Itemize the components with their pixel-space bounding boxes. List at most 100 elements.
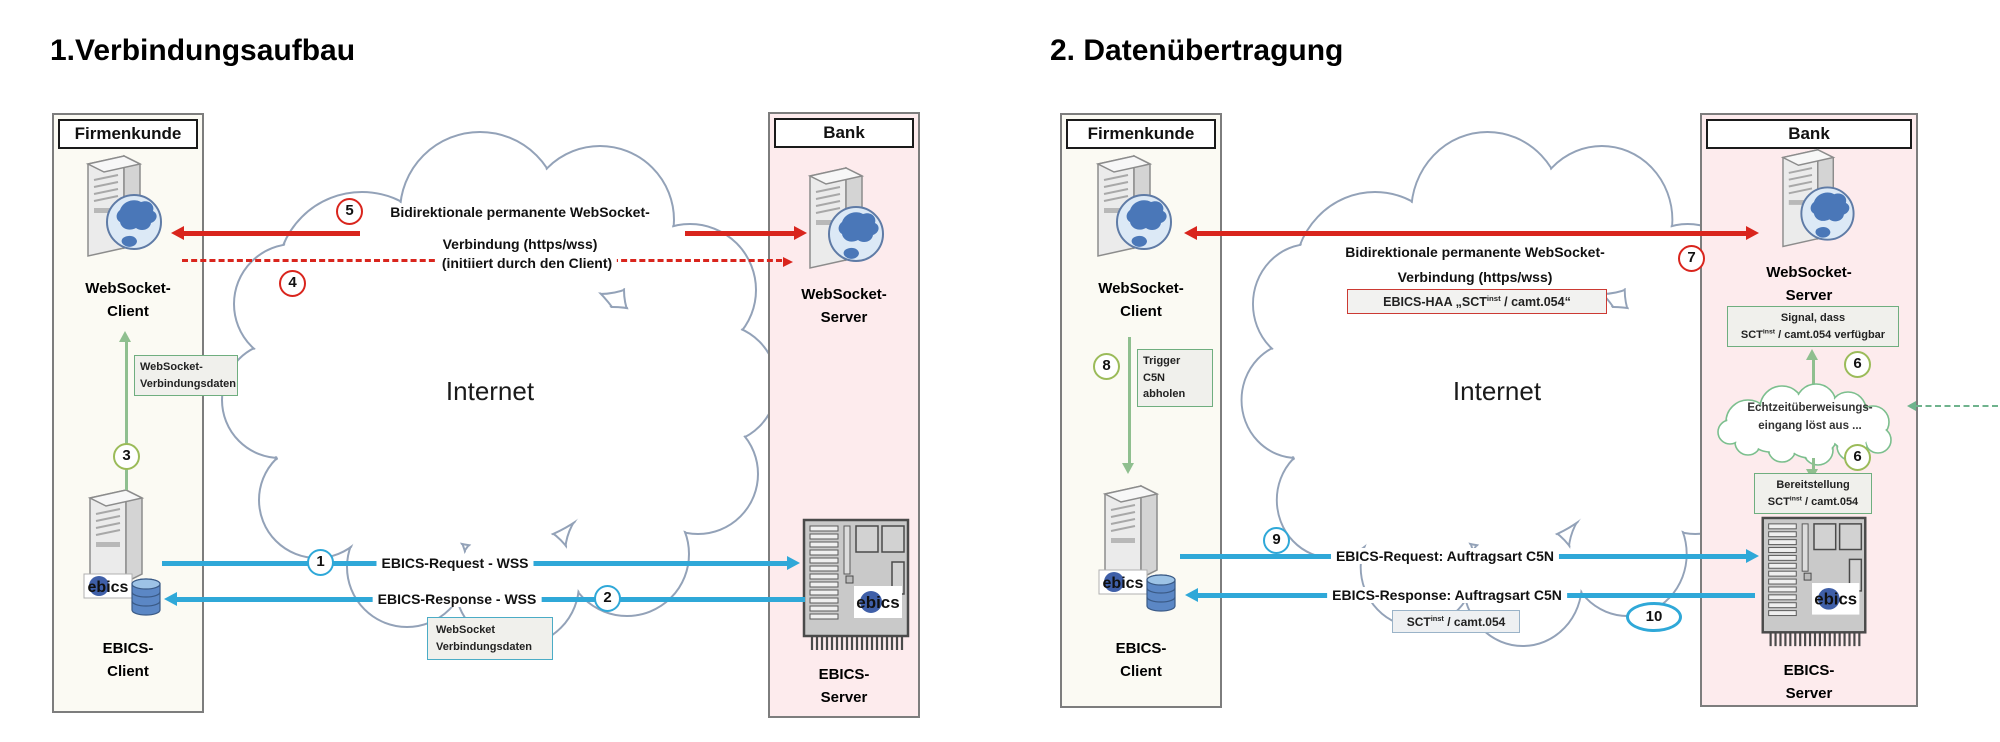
ebics-logo-badge: ebics: [1098, 569, 1148, 595]
ebics-haa-box: EBICS-HAA „SCTinst / camt.054“: [1347, 289, 1607, 315]
provision-down-arrow: [1812, 458, 1815, 472]
firmenkunde-title: Firmenkunde: [1066, 119, 1216, 149]
arrowhead-right-icon: [783, 257, 793, 267]
firmenkunde-title: Firmenkunde: [58, 119, 198, 149]
bank-title: Bank: [774, 118, 914, 148]
box-text: EBICS-HAA „SCT: [1383, 295, 1487, 310]
ws-connection-label-line2: Verbindung (https/wss): [1392, 269, 1558, 285]
label-line: WebSocket-: [1766, 264, 1852, 281]
arrowhead-right-icon: [787, 556, 800, 570]
box-line: WebSocket-: [140, 361, 203, 373]
box-line: eingang löst aus ...: [1758, 419, 1862, 432]
globe-icon: [106, 194, 162, 250]
svg-text:ebics: ebics: [856, 593, 899, 612]
websocket-server-label: WebSocket- Server: [768, 284, 920, 329]
websocket-connection-arrow: [184, 231, 360, 236]
label-line: EBICS-: [818, 666, 870, 683]
box-line: WebSocket: [436, 624, 496, 636]
ebics-server-icon: ebics: [800, 518, 912, 663]
init-dashed-arrow: [612, 259, 782, 262]
vent-bars: [809, 525, 839, 620]
ebics-server-icon: ebics: [1758, 516, 1870, 659]
step-6-badge: 6: [1844, 444, 1871, 471]
label-line: WebSocket-: [1098, 280, 1184, 297]
box-line: Signal, dass: [1780, 312, 1846, 324]
event-cloud: [1710, 380, 1910, 475]
step-7-badge: 7: [1678, 245, 1705, 272]
step-2-badge: 2: [594, 585, 621, 612]
ebics-server-label: EBICS- Server: [1700, 660, 1918, 705]
ws-connection-label-line2: Verbindung (https/wss): [437, 236, 603, 252]
globe-icon: [1116, 194, 1172, 250]
websocket-client-label: WebSocket- Client: [1060, 278, 1222, 323]
server-tower-icon: [87, 488, 145, 591]
arrowhead-up-icon: [1806, 349, 1818, 360]
arrowhead-right-icon: [794, 226, 807, 240]
websocket-server-icon: [1762, 142, 1862, 265]
websocket-client-label: WebSocket- Client: [52, 278, 204, 323]
svg-text:ebics: ebics: [1814, 590, 1857, 609]
label-line: WebSocket-: [801, 286, 887, 303]
box-line: SCTinst / camt.054 verfügbar: [1740, 327, 1886, 341]
box-line: C5N: [1143, 371, 1166, 384]
label-line: EBICS-: [1115, 640, 1167, 657]
ebics-client-icon: ebics: [70, 482, 170, 637]
incoming-payment-dashed-arrow: [1916, 405, 1998, 407]
websocket-server-icon: [790, 160, 890, 287]
box-line: Bereitstellung: [1776, 479, 1850, 491]
box-text: / camt.054“: [1500, 295, 1571, 310]
database-icon: [131, 578, 161, 616]
provision-box: Bereitstellung SCTinst / camt.054: [1754, 473, 1872, 514]
connector-pins: [1769, 632, 1861, 647]
superscript: inst: [1789, 494, 1802, 502]
websocket-client-icon: [68, 148, 168, 275]
step-1-badge: 1: [307, 549, 334, 576]
event-cloud-text: Echtzeitüberweisungs- eingang löst aus .…: [1710, 400, 1910, 436]
label-line: Server: [1785, 684, 1833, 702]
box-line: Verbindungsdaten: [436, 640, 532, 653]
globe-icon: [1800, 186, 1855, 241]
signal-up-arrow: [1812, 358, 1815, 400]
panel1-title: 1.Verbindungsaufbau: [50, 34, 356, 67]
box-line: abholen: [1143, 388, 1186, 400]
init-label: (initiiert durch den Client): [436, 255, 618, 271]
panel2-title: 2. Datenübertragung: [1050, 34, 1344, 67]
ebics-response-label: EBICS-Response: Auftragsart C5N: [1327, 587, 1567, 603]
ebics-logo-badge: ebics: [1812, 583, 1860, 615]
ebics-server-label: EBICS- Server: [768, 664, 920, 709]
ebics-request-label: EBICS-Request - WSS: [376, 555, 534, 571]
step-3-badge: 3: [113, 443, 140, 470]
arrowhead-left-icon: [164, 592, 177, 606]
websocket-connection-arrow: [1197, 231, 1747, 236]
websocket-data-box: WebSocket Verbindungsdaten: [427, 617, 553, 660]
step-8-badge: 8: [1093, 353, 1120, 380]
ebics-request-label: EBICS-Request: Auftragsart C5N: [1330, 548, 1560, 564]
box-line: SCTinst / camt.054: [1767, 494, 1859, 508]
connector-pins: [810, 636, 904, 650]
label-line: Client: [1120, 302, 1162, 320]
internet-label: Internet: [1452, 376, 1542, 406]
signal-box: Signal, dass SCTinst / camt.054 verfügba…: [1727, 306, 1899, 347]
arrowhead-left-icon: [1185, 588, 1198, 602]
box-text: SCT: [1406, 615, 1431, 629]
box-line: Echtzeitüberweisungs-: [1747, 402, 1873, 414]
label-line: Client: [1120, 662, 1162, 680]
label-line: EBICS-: [1783, 662, 1835, 679]
ebics-client-icon: ebics: [1085, 478, 1185, 633]
vent-bars: [1768, 523, 1797, 617]
label-line: Server: [820, 308, 868, 326]
superscript: inst: [1430, 614, 1444, 623]
step-4-badge: 4: [279, 270, 306, 297]
label-line: Server: [1785, 286, 1833, 304]
ebics-client-label: EBICS- Client: [52, 638, 204, 683]
conn-data-box: WebSocket- Verbindungsdaten: [134, 355, 238, 396]
bank-title: Bank: [1706, 119, 1912, 149]
step-9-badge: 9: [1263, 527, 1290, 554]
box-line: Trigger: [1143, 355, 1181, 367]
conn-data-arrow: [125, 342, 128, 490]
ebics-logo-badge: ebics: [83, 573, 133, 599]
arrowhead-right-icon: [1746, 549, 1759, 563]
trigger-arrow: [1128, 337, 1131, 465]
step-10-badge: 10: [1626, 602, 1682, 632]
